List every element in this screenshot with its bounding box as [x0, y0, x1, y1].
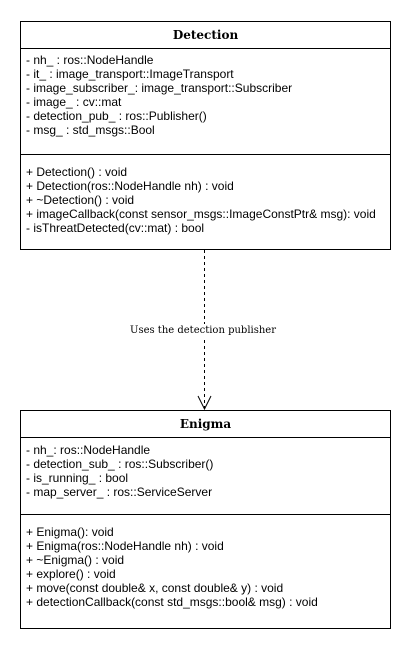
association-arrowhead — [197, 395, 212, 411]
attribute: - map_server_ : ros::ServiceServer — [26, 485, 213, 499]
method: + Enigma(ros::NodeHandle nh) : void — [26, 539, 224, 553]
attribute: - image_subscriber_: image_transport::Su… — [26, 81, 293, 95]
methods-section: + Detection() : void + Detection(ros::No… — [21, 165, 390, 235]
attribute: - detection_sub_ : ros::Subscriber() — [26, 457, 214, 471]
method: + Detection(ros::NodeHandle nh) : void — [26, 179, 234, 193]
attributes-section: - nh_ : ros::NodeHandle - it_ : image_tr… — [21, 53, 390, 137]
attribute: - nh_ : ros::NodeHandle — [26, 53, 154, 67]
method: + imageCallback(const sensor_msgs::Image… — [26, 207, 376, 221]
method: + Enigma(): void — [26, 525, 114, 539]
attribute: - nh_: ros::NodeHandle — [26, 443, 151, 457]
detection-class: Detection - nh_ : ros::NodeHandle - it_ … — [20, 21, 391, 250]
method: + detectionCallback(const std_msgs::bool… — [26, 595, 318, 609]
methods-section: + Enigma(): void + Enigma(ros::NodeHandl… — [21, 525, 390, 609]
association-label-text: Uses the detection publisher — [129, 325, 277, 336]
attribute: - it_ : image_transport::ImageTransport — [26, 67, 234, 81]
method: + move(const double& x, const double& y)… — [26, 581, 284, 595]
attribute: - msg_ : std_msgs::Bool — [26, 123, 155, 137]
method: + ~Detection() : void — [26, 193, 135, 207]
class-name: Enigma — [21, 411, 390, 438]
attribute: - image_ : cv::mat — [26, 95, 122, 109]
section-divider — [21, 514, 390, 515]
enigma-class: Enigma - nh_: ros::NodeHandle - detectio… — [20, 410, 391, 629]
method: - isThreatDetected(cv::mat) : bool — [26, 221, 205, 235]
method: + ~Enigma() : void — [26, 553, 125, 567]
method: + Detection() : void — [26, 165, 128, 179]
section-divider — [21, 154, 390, 155]
method: + explore() : void — [26, 567, 116, 581]
attribute: - detection_pub_ : ros::Publisher() — [26, 109, 207, 123]
attribute: - is_running_ : bool — [26, 471, 129, 485]
association-label: Uses the detection publisher — [103, 324, 303, 337]
attributes-section: - nh_: ros::NodeHandle - detection_sub_ … — [21, 443, 390, 499]
class-name: Detection — [21, 22, 390, 49]
